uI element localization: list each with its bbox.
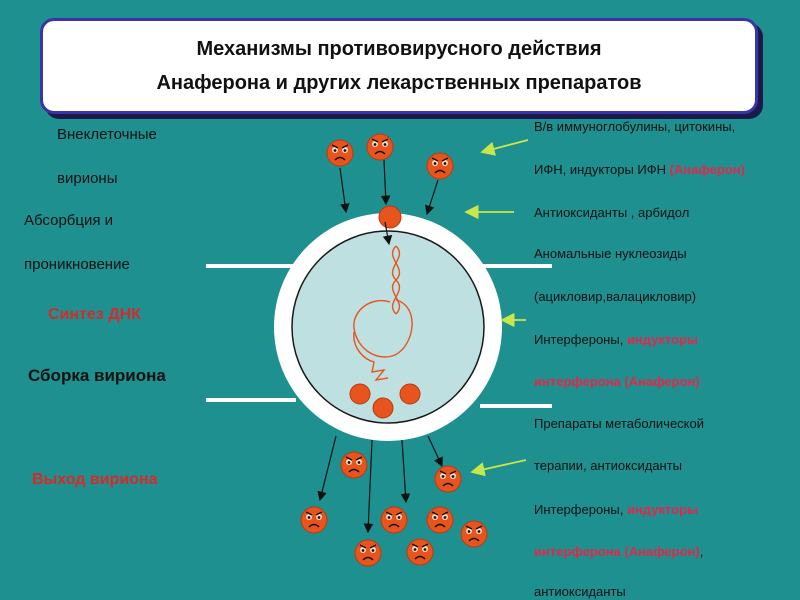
drug-line-10: Интерфероны, индукторы [534, 502, 698, 517]
drug-line-3: Антиоксиданты , арбидол [534, 205, 690, 220]
drug-highlight: индукторы [626, 332, 699, 347]
drug-line-4: Аномальные нуклеозиды [534, 246, 687, 261]
virus-face-icon [326, 139, 354, 167]
label-extracellular-virions: Внеклеточные [57, 126, 157, 143]
drug-text: ИФН, индукторы ИФН [534, 162, 670, 177]
virus-face-icon [426, 506, 454, 534]
virion-assembled [372, 397, 394, 419]
virus-face-icon [406, 538, 434, 566]
dna-helix-icon [353, 245, 413, 381]
virion-entering [378, 205, 402, 229]
drug-line-1: В/в иммуноглобулины, цитокины, [534, 119, 736, 134]
drug-line-11: интерферона (Анаферон), [534, 544, 703, 559]
drug-text: Интерфероны, [534, 502, 627, 517]
drug-text: Интерфероны, [534, 332, 627, 347]
virus-face-icon [460, 520, 488, 548]
drug-line-6: Интерфероны, индукторы [534, 332, 698, 347]
virus-face-icon [366, 133, 394, 161]
drug-highlight: интерферона (Анаферон) [534, 544, 700, 559]
virus-face-icon [380, 506, 408, 534]
virion-assembled [399, 383, 421, 405]
drug-line-2: ИФН, индукторы ИФН (Анаферон) [534, 162, 745, 177]
label-dna-synthesis: Синтез ДНК [48, 306, 141, 323]
drug-line-9: терапии, антиоксиданты [534, 458, 683, 473]
cell-inner [291, 230, 485, 424]
label-absorption: Абсорбция и [24, 212, 114, 229]
drug-line-8: Препараты метаболической [534, 416, 704, 431]
drug-highlight: индукторы [626, 502, 699, 517]
label-virion-assembly: Сборка вириона [28, 366, 166, 385]
virion-assembled [349, 383, 371, 405]
label-penetration: проникновение [24, 256, 130, 273]
drug-highlight: (Анаферон) [669, 162, 745, 177]
drug-line-7: интерферона (Анаферон) [534, 374, 700, 389]
drug-line-12: антиоксиданты [534, 584, 626, 599]
title-line-2: Анаферона и других лекарственных препара… [156, 72, 642, 94]
title-line-1: Механизмы противовирусного действия [196, 38, 602, 60]
virus-face-icon [426, 152, 454, 180]
label-extracellular-virions: вирионы [57, 170, 118, 187]
virus-face-icon [300, 506, 328, 534]
drug-line-5: (ацикловир,валацикловир) [534, 289, 697, 304]
label-virion-exit: Выход вириона [32, 471, 158, 488]
virus-face-icon [434, 465, 462, 493]
virus-face-icon [340, 451, 368, 479]
virus-face-icon [354, 539, 382, 567]
drug-highlight: интерферона (Анаферон) [534, 374, 700, 389]
title-box: Механизмы противовирусного действия Анаф… [40, 18, 758, 114]
drug-text: , [699, 544, 704, 559]
